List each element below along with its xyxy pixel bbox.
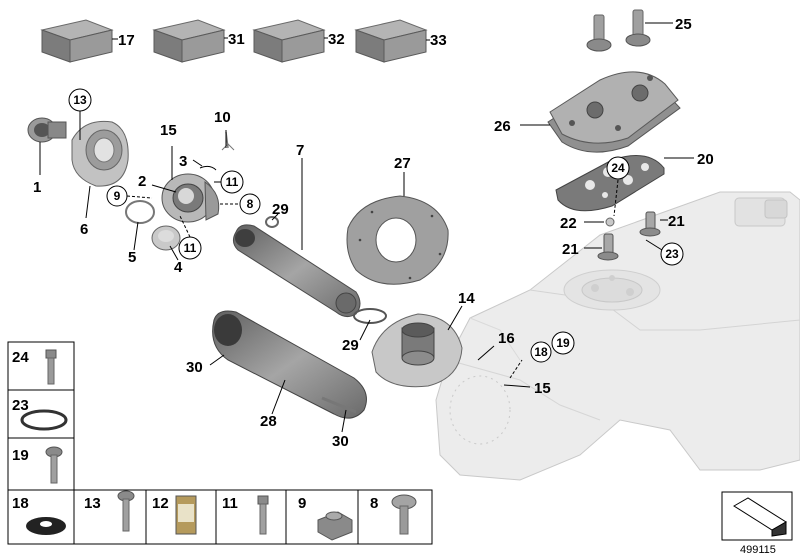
stud-bolts-25 <box>586 9 651 52</box>
callout-30-bottom: 30 <box>332 433 349 450</box>
svg-text:11: 11 <box>226 175 239 189</box>
cable-10 <box>221 131 235 151</box>
callout-21-right: 21 <box>668 213 685 230</box>
legend-label-24: 24 <box>12 349 29 366</box>
clamp-29-top <box>265 216 279 228</box>
flap-housing-6 <box>71 120 129 187</box>
callout-29-bottom: 29 <box>342 337 359 354</box>
box-32 <box>252 19 326 63</box>
fuel-tank <box>435 191 800 481</box>
seal-ring-27 <box>346 195 449 285</box>
callout-9-circled: 9 <box>106 185 128 207</box>
callout-29-top: 29 <box>272 201 289 218</box>
legend-screw-13 <box>117 490 135 532</box>
callout-17: 17 <box>118 32 135 49</box>
callout-27: 27 <box>394 155 411 172</box>
legend-washer-18 <box>26 517 66 535</box>
filler-pipe-7 <box>232 224 361 318</box>
svg-text:8: 8 <box>247 197 254 211</box>
callout-30-left: 30 <box>186 359 203 376</box>
legend-label-8: 8 <box>370 495 378 512</box>
stud-21-left <box>597 233 619 261</box>
legend-label-9: 9 <box>298 495 306 512</box>
box-31 <box>152 19 226 63</box>
callout-33: 33 <box>430 32 447 49</box>
callout-4: 4 <box>174 259 183 276</box>
legend-labels: 24 23 19 18 13 12 11 9 8 <box>12 349 378 512</box>
callout-24-circled: 24 <box>606 156 630 180</box>
legend-oring-23 <box>20 409 68 431</box>
callout-5: 5 <box>128 249 136 266</box>
legend-grid <box>7 341 433 545</box>
callout-10: 10 <box>214 109 231 126</box>
callout-18-circled: 18 <box>530 341 552 363</box>
callout-7: 7 <box>296 142 304 159</box>
legend-label-13: 13 <box>84 495 101 512</box>
navigation-arrow-icon <box>721 491 793 541</box>
svg-text:19: 19 <box>556 336 570 350</box>
legend-bolt-24 <box>45 349 57 385</box>
legend-screw-19 <box>45 446 63 484</box>
legend-label-19: 19 <box>12 447 29 464</box>
reference-number: 499115 <box>740 544 776 556</box>
callout-14: 14 <box>458 290 475 307</box>
circled-callouts: 13 9 11 8 11 24 23 18 <box>68 88 684 363</box>
legend-nut-9 <box>317 511 353 541</box>
callout-11-circled-bottom: 11 <box>178 236 202 260</box>
callout-22: 22 <box>560 215 577 232</box>
legend-bolt-11 <box>257 495 269 535</box>
callout-1: 1 <box>33 179 41 196</box>
callout-32: 32 <box>328 31 345 48</box>
svg-text:11: 11 <box>184 241 197 255</box>
box-17 <box>40 19 114 63</box>
svg-text:13: 13 <box>73 93 87 107</box>
svg-text:9: 9 <box>114 189 121 203</box>
cap-4 <box>151 225 181 251</box>
callout-15-top: 15 <box>160 122 177 139</box>
svg-text:18: 18 <box>534 345 548 359</box>
callout-31: 31 <box>228 31 245 48</box>
callout-3: 3 <box>179 153 187 170</box>
callout-13-circled: 13 <box>68 88 92 112</box>
filler-neck-2 <box>161 173 220 223</box>
callout-15-bottom: 15 <box>534 380 551 397</box>
callout-26: 26 <box>494 118 511 135</box>
callout-6: 6 <box>80 221 88 238</box>
callout-labels: 17 31 32 33 25 1 6 15 10 3 2 5 4 7 29 27… <box>33 16 714 450</box>
washer-22 <box>605 217 615 227</box>
callout-25: 25 <box>675 16 692 33</box>
legend-sealant-12 <box>175 495 197 535</box>
svg-text:24: 24 <box>611 161 625 175</box>
callout-23-circled: 23 <box>660 242 684 266</box>
legend-label-11: 11 <box>222 495 238 512</box>
callout-11-circled-top: 11 <box>220 170 244 194</box>
clamp-29-bottom <box>353 308 387 324</box>
pipe-28 <box>212 310 367 419</box>
callout-21-left: 21 <box>562 241 579 258</box>
callout-20: 20 <box>697 151 714 168</box>
o-ring-5 <box>125 200 155 224</box>
legend-label-18: 18 <box>12 495 29 512</box>
legend-label-12: 12 <box>152 495 169 512</box>
svg-text:23: 23 <box>665 247 679 261</box>
callout-2: 2 <box>138 173 146 190</box>
filler-flange-14 <box>371 313 463 388</box>
wire-3 <box>199 165 217 171</box>
legend-screw-8 <box>391 494 417 535</box>
callout-8-circled: 8 <box>239 193 261 215</box>
callout-28: 28 <box>260 413 277 430</box>
lock-cylinder-1 <box>27 117 67 143</box>
cover-plate-26 <box>547 71 681 153</box>
stud-21-right <box>639 211 661 237</box>
callout-16: 16 <box>498 330 515 347</box>
legend-label-23: 23 <box>12 397 29 414</box>
box-33 <box>354 19 428 63</box>
callout-19-circled: 19 <box>551 331 575 355</box>
